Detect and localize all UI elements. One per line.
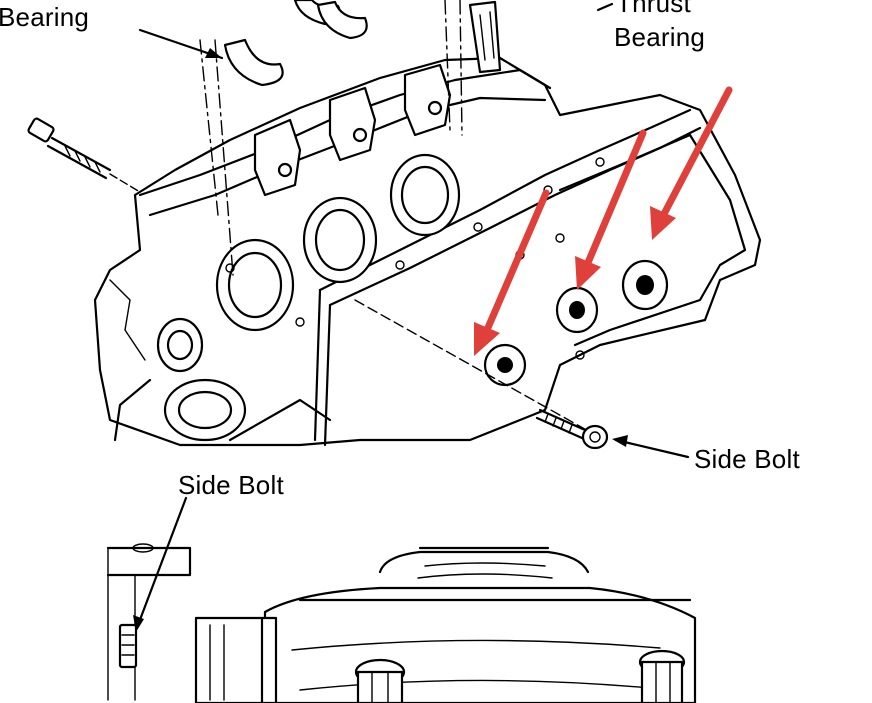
red-arrow-1 xyxy=(474,189,550,356)
engine-block xyxy=(93,0,762,447)
bearing-shells xyxy=(223,0,502,87)
label-bearing: Bearing xyxy=(0,2,90,32)
red-arrow-3 xyxy=(650,86,733,240)
label-thrust-bearing-line1: Thrust xyxy=(616,0,691,18)
leader-lines xyxy=(133,2,690,632)
head-bolt-left xyxy=(27,117,141,193)
label-side-bolt-bottom: Side Bolt xyxy=(178,470,284,500)
label-thrust-bearing-line2: Bearing xyxy=(614,22,706,52)
red-arrow-2 xyxy=(575,129,647,290)
red-arrows xyxy=(474,86,733,356)
detail-view xyxy=(106,543,697,703)
side-bolt-top xyxy=(535,408,609,450)
label-side-bolt-top: Side Bolt xyxy=(694,444,800,474)
